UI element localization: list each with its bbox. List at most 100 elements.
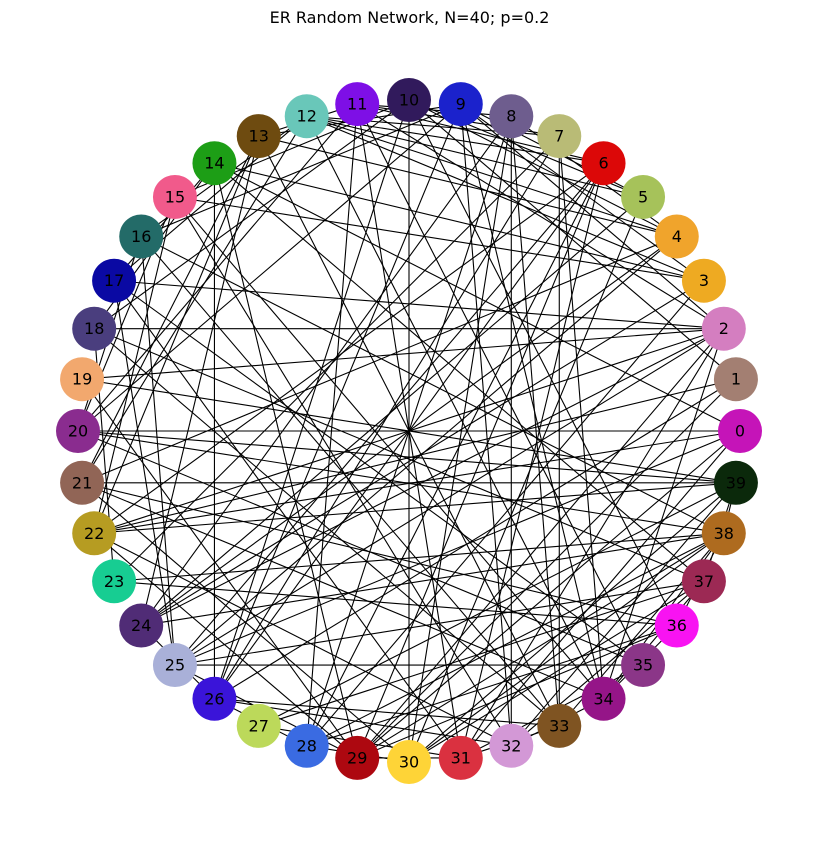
node-label-16: 16 bbox=[131, 227, 151, 246]
node-circle-7 bbox=[537, 114, 582, 159]
edge-22-32 bbox=[93, 532, 512, 747]
node-label-22: 22 bbox=[84, 524, 104, 543]
node-circle-4 bbox=[654, 214, 699, 259]
node-circle-20 bbox=[56, 409, 100, 453]
edge-22-39 bbox=[94, 482, 736, 534]
node-6: 6 bbox=[581, 141, 626, 186]
node-label-5: 5 bbox=[638, 187, 648, 206]
edge-28-38 bbox=[306, 532, 725, 747]
edge-4-21 bbox=[81, 235, 677, 484]
node-circle-34 bbox=[581, 676, 626, 721]
edge-8-33 bbox=[510, 116, 560, 726]
node-circle-38 bbox=[701, 511, 746, 556]
edge-9-32 bbox=[460, 104, 512, 746]
node-circle-24 bbox=[119, 603, 164, 648]
edge-15-34 bbox=[174, 196, 604, 700]
edge-20-35 bbox=[77, 430, 644, 666]
node-circle-12 bbox=[284, 94, 329, 139]
edge-30-39 bbox=[408, 482, 737, 763]
node-label-17: 17 bbox=[104, 271, 124, 290]
edge-16-33 bbox=[140, 236, 560, 727]
node-23: 23 bbox=[92, 559, 137, 604]
edge-3-15 bbox=[174, 196, 705, 282]
edge-3-14 bbox=[214, 162, 705, 282]
edge-11-28 bbox=[306, 104, 358, 746]
node-label-36: 36 bbox=[667, 616, 687, 635]
edge-6-31 bbox=[460, 163, 605, 759]
node-label-15: 15 bbox=[165, 187, 185, 206]
edge-26-33 bbox=[214, 698, 560, 727]
node-circle-29 bbox=[335, 735, 380, 780]
node-circle-10 bbox=[387, 78, 431, 122]
node-circle-32 bbox=[489, 723, 534, 768]
node-label-25: 25 bbox=[165, 656, 185, 675]
node-13: 13 bbox=[236, 114, 281, 159]
node-label-11: 11 bbox=[347, 95, 367, 114]
edge-3-12 bbox=[306, 115, 705, 282]
edge-18-37 bbox=[93, 328, 705, 582]
edge-2-19 bbox=[82, 328, 724, 380]
node-circle-14 bbox=[192, 141, 237, 186]
node-label-39: 39 bbox=[726, 473, 746, 492]
node-circle-26 bbox=[192, 676, 237, 721]
node-circle-35 bbox=[621, 643, 666, 688]
node-circle-3 bbox=[681, 258, 726, 303]
node-17: 17 bbox=[92, 258, 137, 303]
node-16: 16 bbox=[119, 214, 164, 259]
edge-14-37 bbox=[214, 162, 705, 582]
node-label-26: 26 bbox=[204, 689, 224, 708]
edge-7-26 bbox=[213, 135, 560, 700]
node-circle-15 bbox=[152, 174, 197, 219]
edge-23-36 bbox=[114, 580, 677, 627]
node-label-0: 0 bbox=[735, 422, 745, 441]
edge-2-25 bbox=[174, 328, 725, 666]
node-38: 38 bbox=[701, 511, 746, 556]
node-0: 0 bbox=[718, 409, 762, 453]
node-33: 33 bbox=[537, 703, 582, 748]
node-circle-30 bbox=[387, 740, 431, 784]
node-29: 29 bbox=[335, 735, 380, 780]
node-circle-2 bbox=[701, 306, 746, 351]
node-37: 37 bbox=[681, 559, 726, 604]
node-label-29: 29 bbox=[347, 748, 367, 767]
edge-19-39 bbox=[81, 378, 737, 484]
node-circle-0 bbox=[718, 409, 762, 453]
node-circle-16 bbox=[119, 214, 164, 259]
node-circle-33 bbox=[537, 703, 582, 748]
node-9: 9 bbox=[438, 82, 483, 127]
edge-16-38 bbox=[140, 235, 725, 534]
node-label-2: 2 bbox=[719, 319, 729, 338]
node-label-32: 32 bbox=[501, 736, 521, 755]
edge-17-25 bbox=[113, 280, 176, 666]
node-circle-31 bbox=[438, 735, 483, 780]
node-circle-25 bbox=[152, 643, 197, 688]
node-3: 3 bbox=[681, 258, 726, 303]
node-label-21: 21 bbox=[72, 473, 92, 492]
node-label-27: 27 bbox=[249, 716, 269, 735]
edge-27-37 bbox=[258, 580, 705, 727]
nodes-layer: 0123456789101112131415161718192021222324… bbox=[56, 78, 762, 784]
node-19: 19 bbox=[60, 357, 105, 402]
node-label-14: 14 bbox=[204, 154, 224, 173]
edge-19-29 bbox=[81, 378, 358, 759]
node-circle-19 bbox=[60, 357, 105, 402]
edge-17-31 bbox=[113, 280, 462, 759]
node-4: 4 bbox=[654, 214, 699, 259]
edge-4-25 bbox=[174, 236, 678, 666]
node-label-3: 3 bbox=[699, 271, 709, 290]
edge-8-24 bbox=[140, 115, 512, 626]
node-label-33: 33 bbox=[549, 716, 569, 735]
edge-10-18 bbox=[93, 99, 410, 330]
node-circle-17 bbox=[92, 258, 137, 303]
node-12: 12 bbox=[284, 94, 329, 139]
node-20: 20 bbox=[56, 409, 100, 453]
node-label-35: 35 bbox=[633, 656, 653, 675]
edge-29-36 bbox=[357, 625, 677, 759]
edge-32-39 bbox=[510, 482, 737, 747]
node-circle-5 bbox=[621, 174, 666, 219]
node-label-9: 9 bbox=[456, 95, 466, 114]
node-label-23: 23 bbox=[104, 572, 124, 591]
node-34: 34 bbox=[581, 676, 626, 721]
node-circle-22 bbox=[72, 511, 117, 556]
